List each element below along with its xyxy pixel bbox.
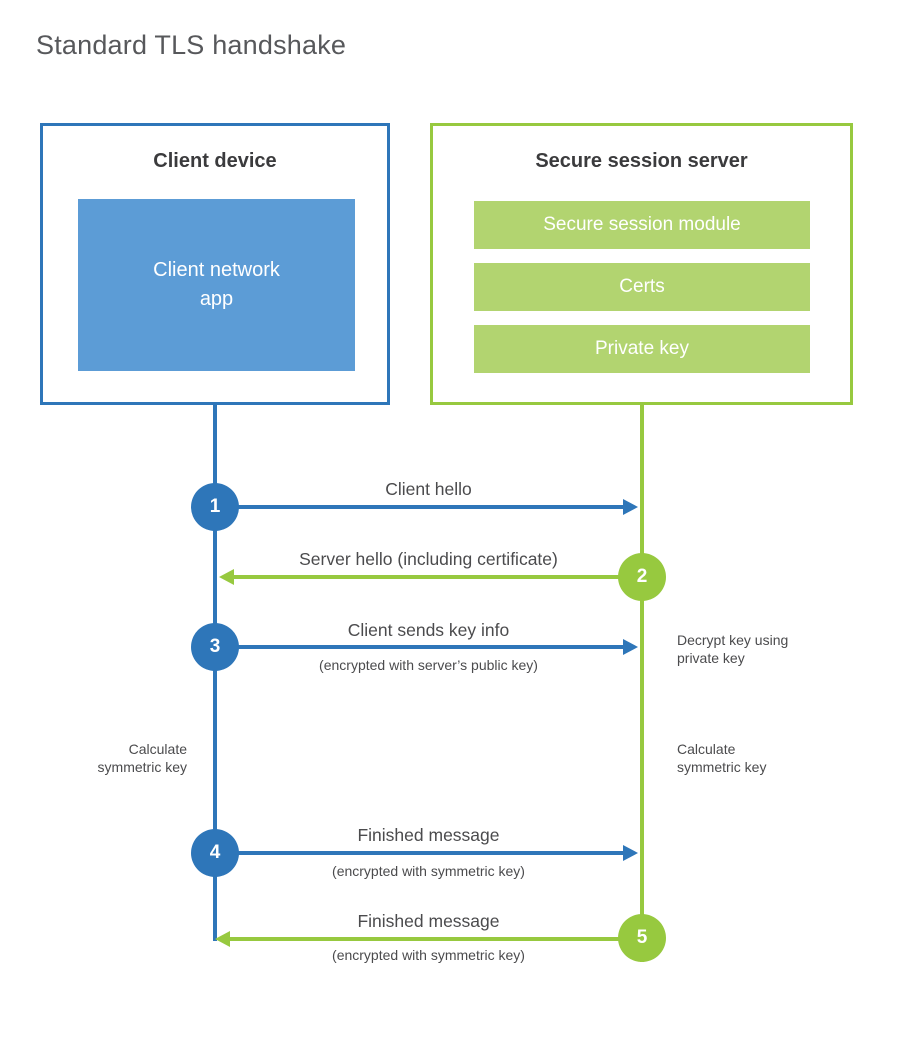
step-5-sublabel: (encrypted with symmetric key) — [332, 947, 525, 963]
calculate-symmetric-key-note-left: Calculate symmetric key — [97, 741, 187, 775]
step-3-number: 3 — [209, 636, 221, 657]
step-1-circle: 1 — [191, 483, 239, 531]
step-4-arrowhead-right-icon — [623, 845, 638, 861]
step-1-label: Client hello — [385, 479, 472, 499]
step-3-arrowhead-right-icon — [623, 639, 638, 655]
step-4-sublabel: (encrypted with symmetric key) — [332, 863, 525, 879]
client-network-app-module: Client network app — [78, 199, 355, 371]
calculate-symmetric-key-note-right: Calculate symmetric key — [677, 741, 767, 775]
step-3-label: Client sends key info — [347, 620, 510, 640]
client-device-box: Client device Client network app — [40, 123, 390, 405]
server-module-secure-session: Secure session module — [474, 201, 810, 249]
step-5-arrowhead-left-icon — [215, 931, 230, 947]
client-box-title: Client device — [153, 150, 277, 172]
step-4-label: Finished message — [357, 825, 500, 845]
step-5-circle: 5 — [618, 914, 666, 962]
step-2-circle: 2 — [618, 553, 666, 601]
step-2-label: Server hello (including certificate) — [299, 549, 558, 569]
page-title: Standard TLS handshake — [36, 30, 347, 60]
secure-session-server-box: Secure session server Secure session mod… — [430, 123, 853, 405]
step-5-number: 5 — [636, 927, 648, 948]
step-1-arrow — [215, 505, 623, 509]
server-module-certs: Certs — [474, 263, 810, 311]
step-4-circle: 4 — [191, 829, 239, 877]
server-lifeline — [640, 405, 644, 962]
step-1-number: 1 — [209, 496, 221, 517]
step-2-arrow — [233, 575, 642, 579]
step-2-arrowhead-left-icon — [219, 569, 234, 585]
step-2-number: 2 — [636, 566, 648, 587]
step-3-arrow — [215, 645, 623, 649]
step-1-arrowhead-right-icon — [623, 499, 638, 515]
step-5-arrow — [229, 937, 642, 941]
step-5-label: Finished message — [357, 911, 500, 931]
server-box-title: Secure session server — [535, 150, 748, 172]
step-3-sublabel: (encrypted with server’s public key) — [319, 657, 538, 673]
step-4-arrow — [215, 851, 623, 855]
step-4-number: 4 — [209, 842, 221, 863]
server-module-private-key: Private key — [474, 325, 810, 373]
step-3-circle: 3 — [191, 623, 239, 671]
decrypt-key-note: Decrypt key using private key — [677, 632, 789, 666]
client-lifeline — [213, 405, 217, 941]
